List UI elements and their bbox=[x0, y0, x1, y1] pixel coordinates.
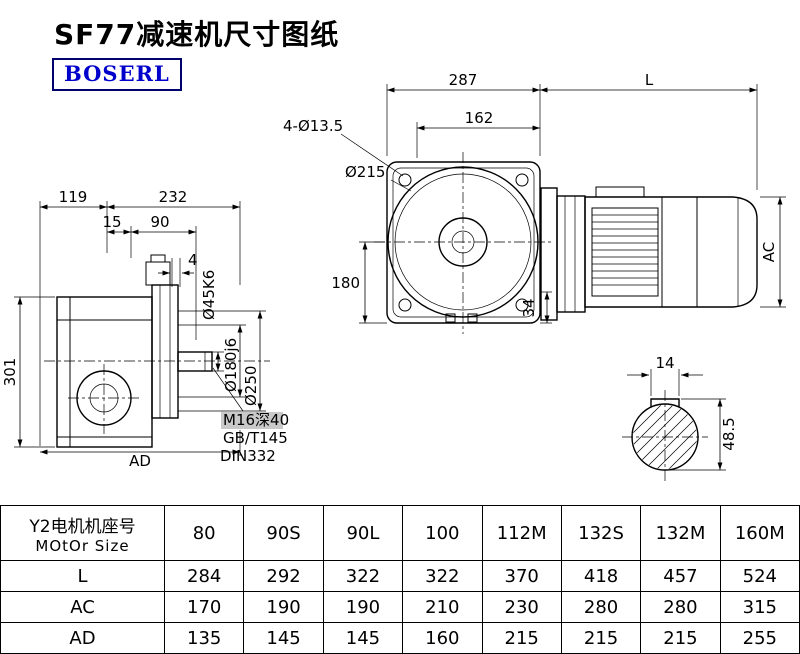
table-cell: 370 bbox=[481, 560, 562, 592]
dim-232-label: 232 bbox=[159, 188, 188, 206]
table-cell: 210 bbox=[402, 591, 483, 623]
table-cell: 145 bbox=[243, 622, 324, 654]
dim-L-label: L bbox=[645, 71, 654, 89]
table-cell: 135 bbox=[163, 622, 245, 654]
dim-15-label: 15 bbox=[102, 213, 121, 231]
table-row-L: L 284 292 322 322 370 418 457 524 bbox=[0, 560, 800, 592]
table-cell: 190 bbox=[243, 591, 324, 623]
motor-adapter bbox=[540, 187, 586, 321]
table-cell: 215 bbox=[640, 622, 721, 654]
dim-AD-label: AD bbox=[129, 452, 151, 470]
frame-size-col-132m: 132M bbox=[640, 505, 721, 561]
tap-note-label: M16深40 bbox=[223, 411, 289, 429]
page-title: SF77减速机尺寸图纸 bbox=[54, 18, 340, 51]
tap-note-highlight bbox=[221, 412, 283, 429]
dim-holes-label: 4-Ø13.5 bbox=[283, 117, 343, 135]
dim-180-label: 180 bbox=[331, 274, 360, 292]
output-flange bbox=[151, 284, 179, 419]
motor-frame-header-cn: Y2电机机座号 bbox=[29, 516, 136, 537]
dim-90-label: 90 bbox=[150, 213, 169, 231]
bolt-hole bbox=[515, 173, 529, 187]
dim-48-5-label: 48.5 bbox=[720, 417, 738, 450]
motor-frame-header-en: MOtOr Size bbox=[35, 536, 130, 555]
dim-301-label: 301 bbox=[1, 358, 19, 387]
table-cell: 160 bbox=[402, 622, 483, 654]
dim-119-label: 119 bbox=[59, 188, 88, 206]
output-shaft bbox=[177, 351, 213, 372]
frame-size-col-100: 100 bbox=[402, 505, 483, 561]
bolt-hole bbox=[398, 173, 412, 187]
table-cell: 284 bbox=[163, 560, 245, 592]
table-cell: 190 bbox=[322, 591, 404, 623]
table-cell: 315 bbox=[719, 591, 800, 623]
dimension-drawing: 119 232 15 90 4 301 AD Ø45K6 bbox=[1, 71, 786, 484]
housing-front bbox=[386, 161, 541, 324]
table-cell: 145 bbox=[322, 622, 404, 654]
dim-162-label: 162 bbox=[465, 109, 494, 127]
table-cell: 215 bbox=[560, 622, 642, 654]
table-cell: 280 bbox=[640, 591, 721, 623]
row-label-AD: AD bbox=[0, 622, 165, 654]
dim-287-label: 287 bbox=[449, 71, 478, 89]
brand-logo: BOSERL bbox=[52, 58, 182, 91]
std-din-label: DIN332 bbox=[220, 447, 276, 465]
frame-size-col-112m: 112M bbox=[481, 505, 562, 561]
motor-frame-header: Y2电机机座号 MOtOr Size bbox=[0, 505, 165, 561]
table-cell: 524 bbox=[719, 560, 800, 592]
table-cell: 170 bbox=[163, 591, 245, 623]
front-view: 287 L 162 4-Ø13.5 Ø215 180 34 AC bbox=[283, 71, 786, 334]
frame-size-col-90s: 90S bbox=[243, 505, 324, 561]
dim-14-label: 14 bbox=[655, 354, 674, 372]
motor-fins bbox=[592, 214, 658, 286]
frame-size-col-80: 80 bbox=[163, 505, 245, 561]
row-label-L: L bbox=[0, 560, 165, 592]
dim-shaft-dia-label: Ø45K6 bbox=[200, 270, 218, 320]
dim-spigot-dia-label: Ø180j6 bbox=[222, 338, 240, 392]
table-cell: 322 bbox=[402, 560, 483, 592]
bolt-hole bbox=[515, 298, 529, 312]
table-cell: 418 bbox=[560, 560, 642, 592]
dim-4-label: 4 bbox=[188, 251, 198, 269]
table-cell: 322 bbox=[322, 560, 404, 592]
dim-34-label: 34 bbox=[520, 298, 538, 317]
motor-body bbox=[584, 186, 758, 308]
shaft-bore-section: 14 48.5 bbox=[622, 354, 738, 484]
dim-215-label: Ø215 bbox=[345, 163, 385, 181]
dim-AC-label: AC bbox=[760, 242, 778, 262]
table-cell: 255 bbox=[719, 622, 800, 654]
table-cell: 457 bbox=[640, 560, 721, 592]
frame-size-col-132s: 132S bbox=[560, 505, 642, 561]
table-cell: 280 bbox=[560, 591, 642, 623]
frame-size-col-160m: 160M bbox=[719, 505, 800, 561]
bolt-hole bbox=[398, 298, 412, 312]
frame-size-col-90l: 90L bbox=[322, 505, 404, 561]
dim-flange-dia-label: Ø250 bbox=[242, 366, 260, 406]
table-cell: 292 bbox=[243, 560, 324, 592]
row-label-AC: AC bbox=[0, 591, 165, 623]
table-cell: 215 bbox=[481, 622, 562, 654]
side-view: 119 232 15 90 4 301 AD Ø45K6 bbox=[1, 188, 289, 470]
table-header-row: Y2电机机座号 MOtOr Size 80 90S 90L 100 112M 1… bbox=[0, 505, 800, 561]
table-row-AC: AC 170 190 190 210 230 280 280 315 bbox=[0, 591, 800, 623]
motor-size-table: Y2电机机座号 MOtOr Size 80 90S 90L 100 112M 1… bbox=[0, 505, 800, 654]
std-gb-label: GB/T145 bbox=[223, 429, 288, 447]
table-row-AD: AD 135 145 145 160 215 215 215 255 bbox=[0, 622, 800, 654]
table-cell: 230 bbox=[481, 591, 562, 623]
